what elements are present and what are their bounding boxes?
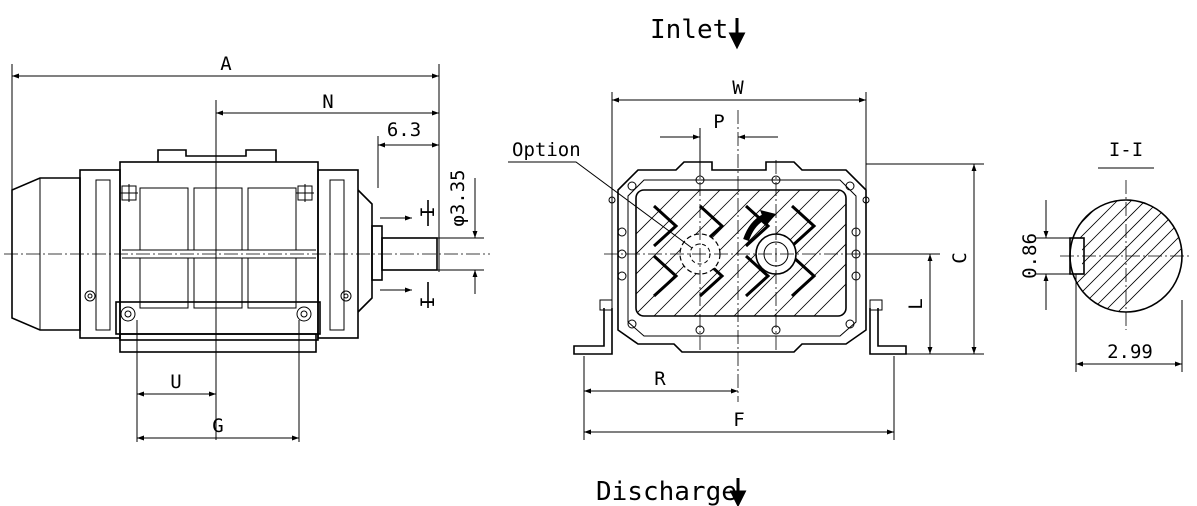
option-label: Option	[512, 139, 581, 161]
dim-u-label: U	[170, 371, 181, 393]
inlet-label: Inlet	[650, 15, 728, 45]
dim-n-label: N	[322, 91, 333, 113]
dim-p-label: P	[713, 111, 724, 133]
section-label: I-I	[1109, 139, 1143, 161]
dim-key-width-label: 2.99	[1107, 341, 1153, 363]
section-mark-top: I	[417, 206, 439, 217]
dim-shaft-length-label: 6.3	[387, 119, 421, 141]
dim-f-label: F	[733, 409, 744, 431]
dim-shaft-diameter-label: φ3.35	[447, 169, 469, 226]
dim-w-label: W	[732, 77, 744, 99]
dim-g-label: G	[212, 415, 223, 437]
section-mark-bottom: I	[417, 296, 439, 307]
side-view	[4, 64, 490, 442]
discharge-arrow-icon	[729, 478, 747, 506]
side-view-dimensions: A N 6.3 φ3.35 I I U G	[12, 53, 478, 441]
inlet-arrow-icon	[728, 18, 746, 50]
front-view: Inlet Discharge	[508, 15, 984, 506]
discharge-label: Discharge	[596, 477, 737, 506]
section-view: I-I 0.86 2.99	[1019, 139, 1190, 372]
dim-key-height-label: 0.86	[1019, 233, 1041, 279]
dim-l-label: L	[905, 298, 927, 309]
front-view-dimensions: W P C L R F	[584, 77, 977, 435]
casing-hatch	[636, 190, 846, 316]
dim-a-label: A	[220, 53, 232, 75]
casing-bolts	[608, 175, 870, 335]
dim-c-label: C	[949, 252, 971, 263]
dim-r-label: R	[654, 368, 666, 390]
